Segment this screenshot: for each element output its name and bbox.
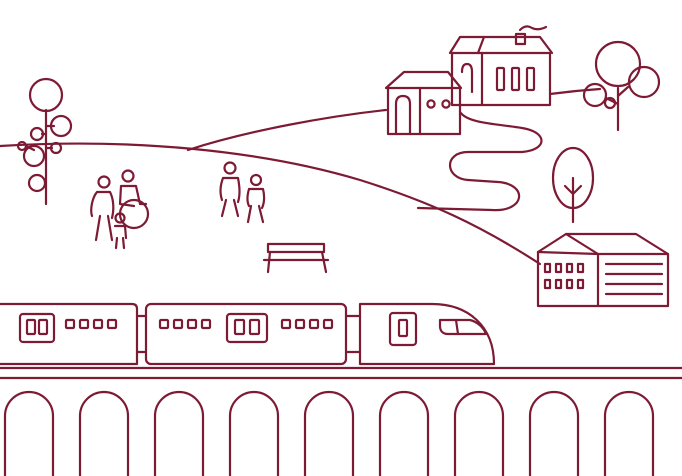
tree-right-crown-side (627, 65, 661, 99)
farmhouse (384, 70, 463, 136)
tree-right-crown-low (582, 82, 608, 108)
chapel (448, 25, 554, 107)
tree-right-branches (604, 85, 630, 106)
tree-left (16, 77, 73, 206)
farmhouse-roof (384, 70, 463, 90)
family-with-wheelchair (90, 169, 150, 250)
back-hill (186, 108, 388, 152)
farmhouse-window-right (441, 99, 451, 109)
train-car-2-windows-right (280, 318, 334, 330)
school-building (536, 232, 670, 308)
school-roof (536, 232, 670, 256)
locomotive-windshield-divider (454, 318, 460, 336)
wheelchair-wheel (118, 198, 150, 230)
tree-left-branches (24, 124, 56, 185)
hills (0, 87, 602, 266)
train-car-1-door-pane-left (25, 318, 37, 336)
chapel-window-2 (510, 66, 521, 92)
high-speed-train (0, 302, 496, 366)
left-hill (0, 142, 542, 266)
tree-left-crown-top (28, 77, 64, 113)
walker-1-head (223, 161, 237, 175)
tree-right-crown-large (594, 40, 642, 88)
tree-left-bottom (27, 173, 47, 193)
train-car-1-door-pane-right (37, 318, 49, 336)
chapel-window-1 (495, 66, 506, 92)
chapel-window-3 (525, 66, 536, 92)
train-car-2-door-pane-left (233, 318, 246, 336)
viaduct-arches (3, 390, 655, 476)
walking-couple (219, 161, 266, 224)
adult-head (97, 175, 111, 189)
farmhouse-door (394, 94, 412, 136)
wheelchair-user-head (121, 169, 135, 183)
school-roof-divider (564, 232, 600, 256)
farmhouse-walls (386, 86, 462, 136)
walker-2-head (249, 173, 263, 187)
chapel-roof-divider (476, 35, 486, 55)
train-car-2-door (225, 312, 269, 344)
chapel-walls (450, 51, 552, 107)
chimney (514, 32, 527, 46)
bench-legs (266, 250, 328, 274)
farmhouse-window-left (426, 99, 436, 109)
chapel-left-door (460, 62, 474, 94)
school-walls (536, 250, 670, 308)
school-shutters (604, 262, 664, 296)
chapel-roof (448, 35, 554, 55)
school-windows-left (543, 262, 585, 290)
park-bench (262, 242, 330, 274)
train-car-2-door-pane-right (248, 318, 261, 336)
school-gable (536, 250, 600, 256)
train-locomotive (358, 302, 496, 366)
train-car-1 (0, 302, 139, 366)
locomotive-door-pane (397, 318, 409, 338)
winding-path (416, 110, 543, 212)
train-car-1-windows (64, 318, 118, 330)
train-couplings (135, 314, 362, 354)
tree-right (582, 40, 661, 132)
adult-body (90, 190, 115, 242)
tree-oval-branches (563, 184, 583, 196)
chimney-smoke (518, 25, 548, 32)
bench-back (266, 242, 326, 254)
right-horizon (548, 87, 602, 96)
walker-2-body (246, 187, 266, 224)
walker-1-body (219, 176, 241, 218)
train-car-2-windows-left (158, 318, 212, 330)
viaduct (0, 366, 682, 476)
locomotive-windshield (438, 318, 488, 336)
train-car-2 (144, 302, 348, 366)
train-car-1-door (18, 312, 56, 344)
child-head (114, 212, 126, 224)
child-body (113, 224, 128, 250)
locomotive-door (388, 311, 418, 347)
tree-oval (551, 146, 595, 224)
